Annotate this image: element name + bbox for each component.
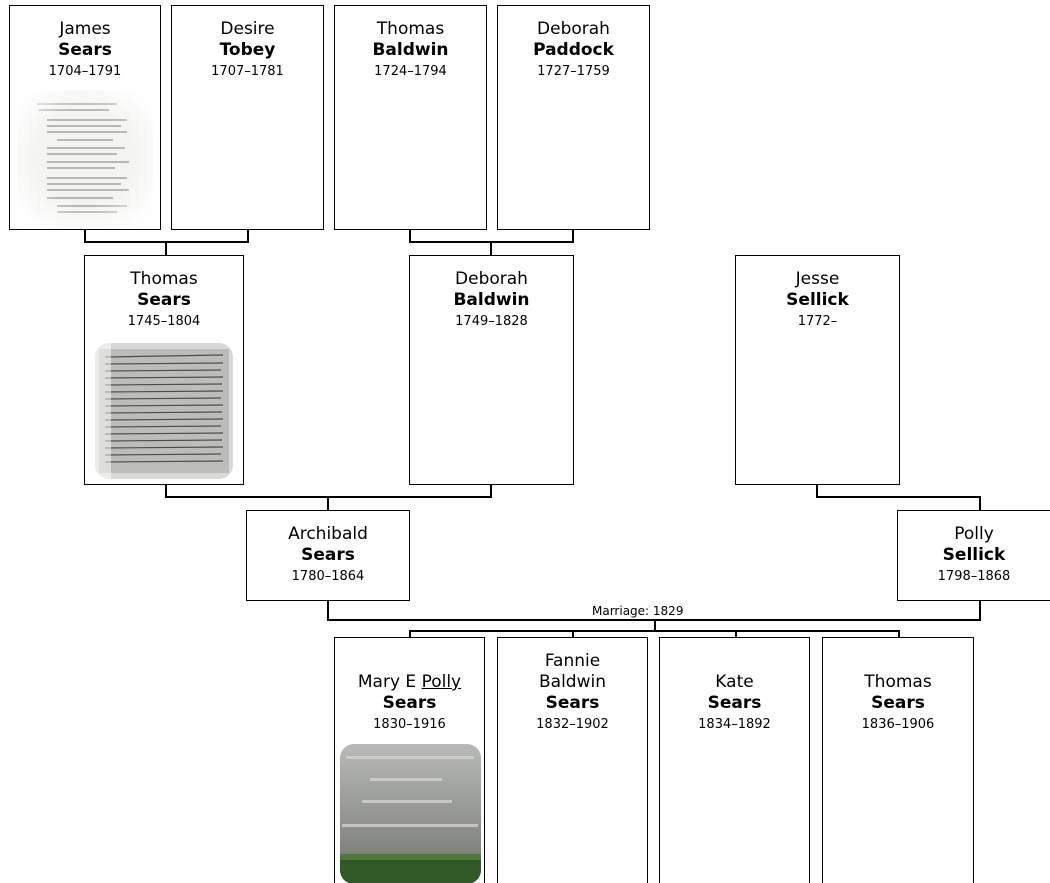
- connector-line: [654, 619, 656, 631]
- connector-line: [898, 630, 900, 638]
- given-name: James: [59, 19, 111, 39]
- life-dates: 1772–: [797, 314, 838, 329]
- connector-line: [572, 229, 574, 242]
- person-card-kate-sears[interactable]: Kate Sears 1834–1892: [659, 637, 810, 883]
- given-name: Thomas: [130, 269, 198, 289]
- connector-line: [572, 630, 574, 638]
- life-dates: 1727–1759: [537, 64, 610, 79]
- given-name: Mary E Polly: [335, 672, 484, 693]
- connector-line: [165, 241, 167, 256]
- surname: Baldwin: [453, 290, 530, 310]
- surname: Sears: [545, 693, 600, 713]
- person-card-archibald-sears[interactable]: Archibald Sears 1780–1864: [246, 510, 410, 601]
- person-card-jesse-sellick[interactable]: Jesse Sellick 1772–: [735, 255, 900, 485]
- given-name-prefix: Mary E: [357, 672, 417, 692]
- person-card-deborah-baldwin[interactable]: Deborah Baldwin 1749–1828: [409, 255, 574, 485]
- document-photo[interactable]: [17, 90, 153, 226]
- life-dates: 1798–1868: [937, 569, 1011, 584]
- life-dates: 1830–1916: [373, 717, 446, 732]
- connector-line: [327, 496, 329, 510]
- nickname: Polly: [421, 672, 462, 692]
- life-dates: 1707–1781: [211, 64, 284, 79]
- person-card-thomas-baldwin[interactable]: Thomas Baldwin 1724–1794: [334, 5, 487, 230]
- person-card-polly-sellick[interactable]: Polly Sellick 1798–1868: [897, 510, 1050, 601]
- given-name: Polly: [954, 524, 994, 544]
- life-dates: 1780–1864: [291, 569, 365, 584]
- surname: Tobey: [219, 40, 276, 60]
- connector-line: [409, 229, 411, 242]
- surname: Sellick: [786, 290, 849, 310]
- connector-line: [816, 484, 818, 497]
- given-name: Deborah: [455, 269, 528, 289]
- surname: Sears: [301, 545, 355, 565]
- given-name: Thomas: [864, 672, 932, 692]
- connector-line: [409, 630, 900, 632]
- given-name: Jesse: [795, 269, 840, 289]
- document-photo[interactable]: [95, 343, 233, 479]
- person-card-desire-tobey[interactable]: Desire Tobey 1707–1781: [171, 5, 324, 230]
- surname: Sellick: [942, 545, 1006, 565]
- given-name: Fannie: [544, 651, 601, 671]
- life-dates: 1834–1892: [698, 717, 771, 732]
- life-dates: 1836–1906: [861, 717, 935, 732]
- person-card-thomas-sears-child[interactable]: Thomas Sears 1836–1906: [822, 637, 974, 883]
- gravestone-photo[interactable]: [340, 744, 481, 883]
- surname: Sears: [707, 693, 762, 713]
- person-card-thomas-sears[interactable]: Thomas Sears 1745–1804: [84, 255, 244, 485]
- given-name: Desire: [220, 19, 275, 39]
- connector-line: [735, 630, 737, 638]
- life-dates: 1749–1828: [455, 314, 528, 329]
- surname: Sears: [58, 40, 112, 60]
- connector-line: [409, 630, 411, 638]
- given-name: Deborah: [537, 19, 610, 39]
- life-dates: 1724–1794: [374, 64, 447, 79]
- marriage-label: Marriage: 1829: [592, 604, 684, 618]
- connector-line: [247, 229, 249, 242]
- connector-line: [165, 484, 167, 497]
- person-card-james-sears[interactable]: James Sears 1704–1791: [9, 5, 161, 230]
- connector-line: [327, 600, 329, 620]
- connector-line: [84, 229, 86, 242]
- surname: Baldwin: [372, 40, 449, 60]
- connector-line: [979, 496, 981, 510]
- person-card-mary-e-polly-sears[interactable]: Mary E Polly Sears 1830–1916: [334, 637, 485, 883]
- life-dates: 1704–1791: [48, 64, 122, 79]
- middle-name: Baldwin: [539, 672, 606, 692]
- surname: Sears: [871, 693, 925, 713]
- given-name: Thomas: [376, 19, 445, 39]
- connector-line: [490, 241, 492, 256]
- person-card-fannie-baldwin-sears[interactable]: Fannie Baldwin Sears 1832–1902: [497, 637, 648, 883]
- life-dates: 1832–1902: [536, 717, 609, 732]
- person-card-deborah-paddock[interactable]: Deborah Paddock 1727–1759: [497, 5, 650, 230]
- given-name: Kate: [715, 672, 754, 692]
- connector-line: [816, 496, 981, 498]
- life-dates: 1745–1804: [127, 314, 201, 329]
- surname: Sears: [137, 290, 191, 310]
- connector-line: [490, 484, 492, 497]
- given-name: Archibald: [288, 524, 368, 544]
- connector-line: [979, 600, 981, 620]
- surname: Sears: [382, 693, 437, 713]
- surname: Paddock: [533, 40, 614, 60]
